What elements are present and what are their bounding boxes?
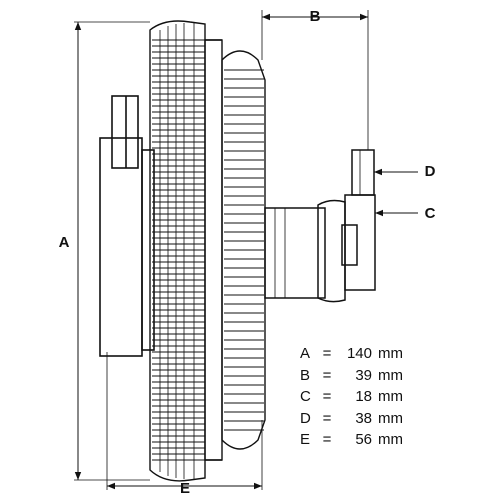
spec-value: 140 <box>346 345 372 362</box>
spec-value: 18 <box>355 388 372 405</box>
shaft-flange <box>264 149 376 303</box>
spec-value: 39 <box>355 366 372 384</box>
spec-unit: mm <box>378 431 403 448</box>
dimension-label-a: A <box>59 234 70 251</box>
spec-equals: = <box>322 431 332 448</box>
spec-unit: mm <box>378 345 403 362</box>
spec-equals: = <box>322 388 332 405</box>
dimension-label-e: E <box>180 480 190 497</box>
spec-row-e: E = 56 mm <box>300 429 403 451</box>
spec-unit: mm <box>378 366 403 384</box>
dimension-label-d: D <box>425 163 436 180</box>
spec-equals: = <box>322 345 332 362</box>
spec-value: 56 <box>355 431 372 448</box>
spec-key: E <box>300 431 311 448</box>
spec-equals: = <box>322 409 332 427</box>
finned-body <box>149 20 223 482</box>
spec-equals: = <box>322 366 332 384</box>
spec-unit: mm <box>378 388 403 405</box>
dimension-spec-list: A = 140 mm B = 39 mm C = 18 mm D = 38 mm E = 56 mm <box>300 343 403 451</box>
spec-key: B <box>300 366 311 384</box>
spec-key: D <box>300 409 311 427</box>
dimension-label-b: B <box>310 8 321 25</box>
rear-hub <box>99 95 155 357</box>
dimension-label-c: C <box>425 205 436 222</box>
front-cover <box>221 50 266 450</box>
spec-row-c: C = 18 mm <box>300 386 403 408</box>
dimension-lines <box>74 10 418 490</box>
spec-key: A <box>300 345 311 362</box>
spec-key: C <box>300 388 311 405</box>
spec-unit: mm <box>378 409 403 427</box>
spec-row-d: D = 38 mm <box>300 408 403 430</box>
spec-row-b: B = 39 mm <box>300 365 403 387</box>
spec-value: 38 <box>355 409 372 427</box>
spec-row-a: A = 140 mm <box>300 343 403 365</box>
